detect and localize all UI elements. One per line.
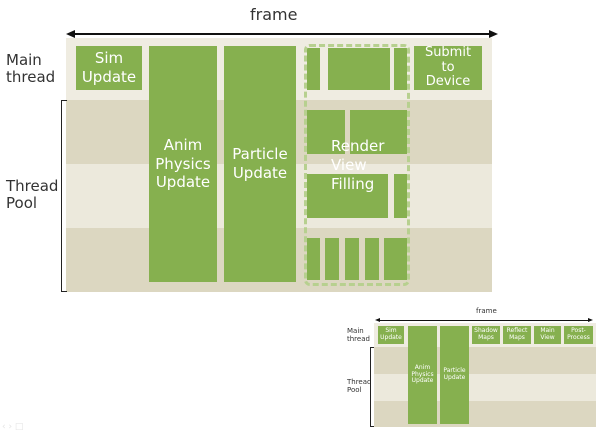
anim-physics-update-label: Anim Physics Update: [155, 135, 211, 192]
sim-update-block: Sim Update: [76, 46, 142, 90]
mini-main-view-label: Main View: [540, 327, 555, 341]
render-task-pool1-1: [307, 110, 345, 154]
mini-frame-arrow-left-head: [375, 318, 380, 322]
frame-arrow: [74, 33, 490, 35]
main-thread-label: Main thread: [6, 51, 56, 87]
mini-reflect-maps-label: Reflect Maps: [506, 327, 528, 341]
render-task-main-3: [394, 48, 407, 90]
mini-post-process-label: Post- Process: [567, 327, 590, 341]
sim-update-label: Sim Update: [81, 49, 137, 86]
mini-anim-physics-update-label: Anim Physics Update: [411, 363, 434, 385]
render-task-pool3-4: [365, 238, 379, 280]
thread-pool-label: Thread Pool: [6, 177, 59, 213]
mini-particle-update-block: Particle Update: [440, 326, 469, 424]
render-view-filling-label: Render View Filling: [331, 137, 385, 193]
frame-arrow-left-head: [66, 30, 75, 38]
render-task-pool3-1: [307, 238, 320, 280]
render-view-filling-outline: [304, 44, 410, 286]
frame-arrow-right-head: [489, 30, 498, 38]
mini-thread-pool-label: Thread Pool: [347, 378, 372, 395]
render-task-pool3-3: [345, 238, 359, 280]
mini-thread-pool-bracket: [370, 347, 374, 427]
render-task-main-1: [307, 48, 320, 90]
mini-particle-update-label: Particle Update: [443, 367, 466, 381]
mini-main-thread-label: Main thread: [347, 327, 370, 344]
render-task-pool1-2: [350, 110, 407, 154]
render-task-pool2-1: [307, 174, 388, 218]
render-task-pool2-2: [394, 174, 407, 218]
submit-to-device-block: Submit to Device: [414, 44, 482, 90]
submit-to-device-label: Submit to Device: [424, 44, 472, 90]
render-task-main-2: [328, 48, 390, 90]
mini-shadow-maps-block: Shadow Maps: [472, 326, 500, 344]
mini-frame-arrow: [378, 320, 589, 321]
mini-sim-update-label: Sim Update: [380, 327, 402, 341]
frame-label: frame: [250, 5, 298, 24]
anim-physics-update-block: Anim Physics Update: [149, 46, 217, 282]
render-task-pool3-2: [325, 238, 339, 280]
mini-reflect-maps-block: Reflect Maps: [503, 326, 531, 344]
thread-pool-bracket: [61, 100, 67, 292]
corner-decoration: ‹ › □: [2, 422, 24, 432]
render-task-pool3-5: [384, 238, 407, 280]
mini-post-process-block: Post- Process: [564, 326, 593, 344]
mini-frame-arrow-right-head: [588, 318, 593, 322]
particle-update-label: Particle Update: [232, 145, 288, 182]
mini-anim-physics-update-block: Anim Physics Update: [408, 326, 437, 424]
particle-update-block: Particle Update: [224, 46, 296, 282]
mini-shadow-maps-label: Shadow Maps: [474, 327, 498, 341]
mini-main-view-block: Main View: [534, 326, 561, 344]
mini-sim-update-block: Sim Update: [378, 326, 404, 344]
mini-frame-label: frame: [476, 307, 497, 315]
